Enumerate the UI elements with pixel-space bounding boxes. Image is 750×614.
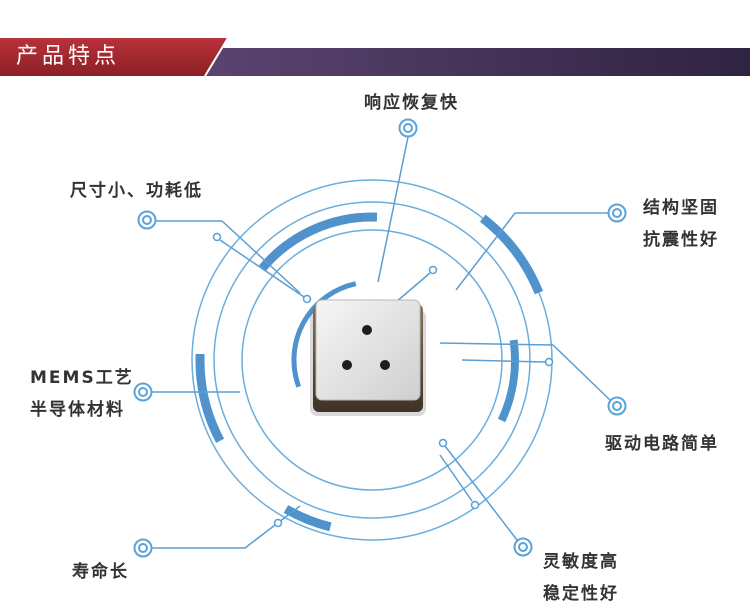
feature-text: MEMS工艺 — [30, 368, 134, 388]
feature-text: 半导体材料 — [30, 400, 125, 420]
feature-label-mems-process: MEMS工艺 半导体材料 — [30, 362, 134, 426]
feature-label-fast-response: 响应恢复快 — [364, 91, 459, 115]
chip-hole — [380, 360, 390, 370]
section-title: 产品特点 — [16, 44, 121, 69]
node-dot — [544, 357, 554, 367]
connector-line-sensitivity — [444, 445, 518, 541]
ring-marker-icon — [137, 210, 157, 230]
feature-text: 寿命长 — [72, 562, 129, 582]
chip-inner-arc — [291, 281, 357, 388]
ring-marker-icon — [133, 382, 153, 402]
node-dot — [302, 294, 312, 304]
feature-label-small-size-low-power: 尺寸小、功耗低 — [70, 179, 203, 203]
middle-ring — [213, 201, 531, 519]
ring-marker-icon — [607, 396, 627, 416]
feature-label-simple-drive-circuit: 驱动电路简单 — [605, 432, 719, 456]
connector-line-sensitivity-secondary — [439, 454, 473, 502]
feature-text: 灵敏度高 — [543, 552, 619, 572]
header-red-tab — [0, 38, 228, 76]
right-inner-thick-arc — [497, 339, 519, 423]
connector-line-drive-circuit — [439, 342, 611, 401]
feature-label-long-life: 寿命长 — [72, 560, 129, 584]
feature-text: 稳定性好 — [543, 584, 619, 604]
feature-text: 尺寸小、功耗低 — [70, 181, 203, 201]
feature-text: 抗震性好 — [643, 230, 719, 250]
bottom-thick-arc — [283, 505, 332, 532]
ring-marker-icon — [607, 203, 627, 223]
feature-label-sturdy-structure: 结构坚固 抗震性好 — [643, 192, 719, 256]
connector-line-small-size-secondary — [219, 239, 305, 298]
chip-hole — [342, 360, 352, 370]
right-outer-thick-arc — [480, 214, 544, 295]
ring-marker-icon — [133, 538, 153, 558]
left-thick-arc — [195, 353, 225, 443]
connector-line-sturdy — [455, 212, 608, 291]
connector-line-fast-response-secondary — [395, 272, 431, 303]
node-dot — [428, 265, 438, 275]
ring-marker-icon — [398, 118, 418, 138]
connector-line-small-size — [156, 220, 301, 294]
connector-line-long-life — [152, 505, 301, 549]
node-dot — [212, 232, 222, 242]
ring-marker-icon — [513, 537, 533, 557]
top-thick-arc — [259, 212, 378, 272]
inner-ring — [241, 229, 503, 491]
mems-sensor-chip-icon — [310, 299, 426, 416]
connector-line-drive-circuit-secondary — [461, 359, 546, 363]
header-divider — [204, 37, 229, 77]
chip-hole — [362, 325, 372, 335]
node-dot — [273, 518, 283, 528]
node-dot — [438, 438, 448, 448]
header-purple-bar — [203, 48, 750, 76]
connector-line-fast-response — [377, 136, 409, 283]
node-dot — [470, 500, 480, 510]
feature-text: 响应恢复快 — [364, 93, 459, 113]
feature-label-high-sensitivity: 灵敏度高 稳定性好 — [543, 546, 619, 610]
feature-text: 驱动电路简单 — [605, 434, 719, 454]
feature-text: 结构坚固 — [643, 198, 719, 218]
